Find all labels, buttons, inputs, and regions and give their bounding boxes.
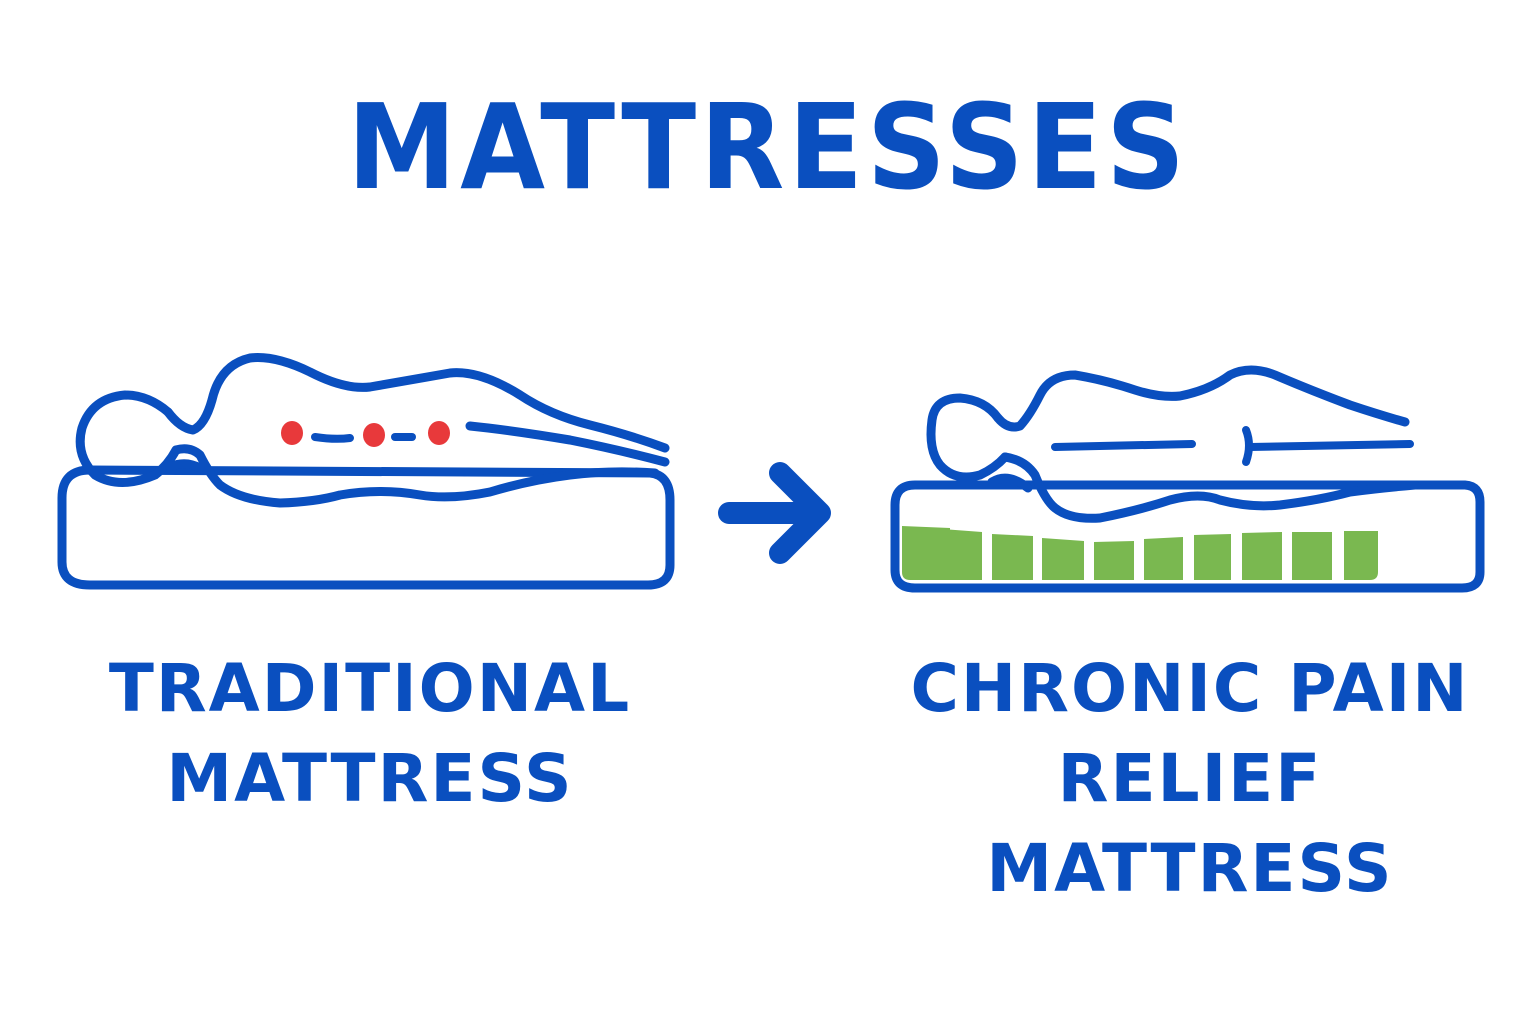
mattress-outline: [890, 480, 1485, 593]
body-bottom-outline: [171, 444, 660, 508]
label-line: MATTRESS: [166, 740, 574, 817]
body-bottom-outline: [1000, 452, 1420, 523]
pain-point-icon: [363, 423, 385, 447]
relief-mattress-label: CHRONIC PAIN RELIEF MATTRESS: [860, 644, 1520, 914]
pain-point-icon: [281, 421, 303, 445]
traditional-mattress-illustration: [57, 353, 675, 590]
body-top-outline: [993, 365, 1410, 432]
arrow-right-icon: [718, 462, 831, 564]
pain-points: [281, 421, 450, 447]
head-outline: [926, 393, 1010, 482]
head-outline: [75, 390, 181, 487]
traditional-mattress-label: TRADITIONAL MATTRESS: [60, 644, 680, 824]
label-line: RELIEF MATTRESS: [986, 740, 1394, 907]
support-zones: [902, 526, 1378, 580]
label-line: TRADITIONAL: [108, 650, 632, 727]
body-top-outline: [163, 353, 670, 453]
leg-outline: [465, 421, 670, 467]
mattress-outline: [57, 465, 675, 590]
label-line: CHRONIC PAIN: [910, 650, 1470, 727]
relief-mattress-illustration: [890, 365, 1485, 593]
pain-point-icon: [428, 421, 450, 445]
spine-segment: [311, 433, 354, 443]
spine-line: [1051, 440, 1196, 451]
spine-line: [1246, 440, 1414, 451]
page-title: MATTRESSES: [347, 78, 1189, 216]
